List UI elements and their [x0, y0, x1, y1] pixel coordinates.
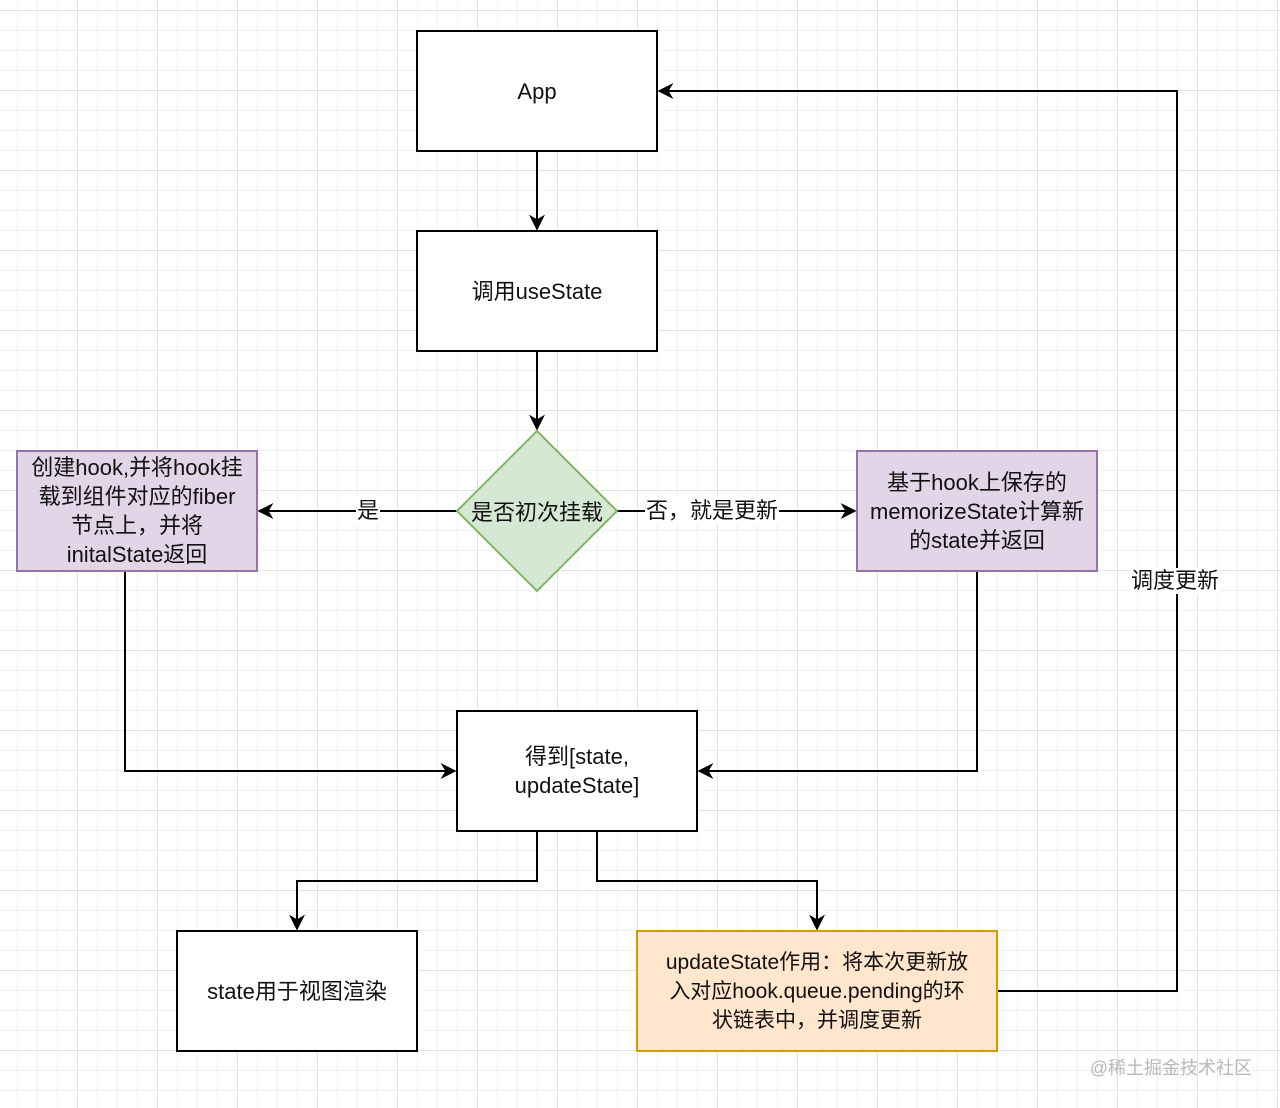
- watermark: @稀土掘金技术社区: [1089, 1058, 1252, 1078]
- decision-diamond: [455, 429, 619, 593]
- edge-label-yes: 是: [356, 498, 381, 524]
- app-node: App: [416, 30, 658, 152]
- edge-label-no-update: 否，就是更新: [645, 498, 780, 524]
- is-first-mount-label: 是否初次挂载: [470, 500, 603, 525]
- render-view-node: state用于视图渲染: [176, 930, 418, 1052]
- create-hook-node: 创建hook,并将hook挂 载到组件对应的fiber 节点上，并将 inita…: [16, 450, 258, 572]
- use-state-node: 调用useState: [416, 230, 658, 352]
- create-hook-node-label: 创建hook,并将hook挂 载到组件对应的fiber 节点上，并将 inita…: [31, 455, 243, 567]
- get-state-node: 得到[state, updateState]: [456, 710, 698, 832]
- edge-get-state-to-render: [289, 831, 538, 931]
- edge-get-state-to-update-role: [596, 831, 825, 931]
- update-state-role-node: updateState作用：将本次更新放 入对应hook.queue.pendi…: [636, 930, 998, 1052]
- update-state-role-node-label: updateState作用：将本次更新放 入对应hook.queue.pendi…: [665, 950, 969, 1032]
- app-node-label: App: [517, 78, 557, 104]
- edge-label-schedule-update: 调度更新: [1130, 568, 1221, 594]
- edge-update-role-to-app: [657, 83, 1178, 992]
- edge-compute-state-to-get-state: [697, 571, 978, 779]
- compute-state-node-label: 基于hook上保存的 memorizeState计算新 的state并返回: [870, 469, 1084, 553]
- edge-create-hook-to-get-state: [124, 571, 457, 779]
- use-state-node-label: 调用useState: [471, 278, 603, 304]
- render-view-node-label: state用于视图渲染: [207, 978, 387, 1004]
- get-state-node-label: 得到[state, updateState]: [514, 744, 640, 798]
- compute-state-node: 基于hook上保存的 memorizeState计算新 的state并返回: [856, 450, 1098, 572]
